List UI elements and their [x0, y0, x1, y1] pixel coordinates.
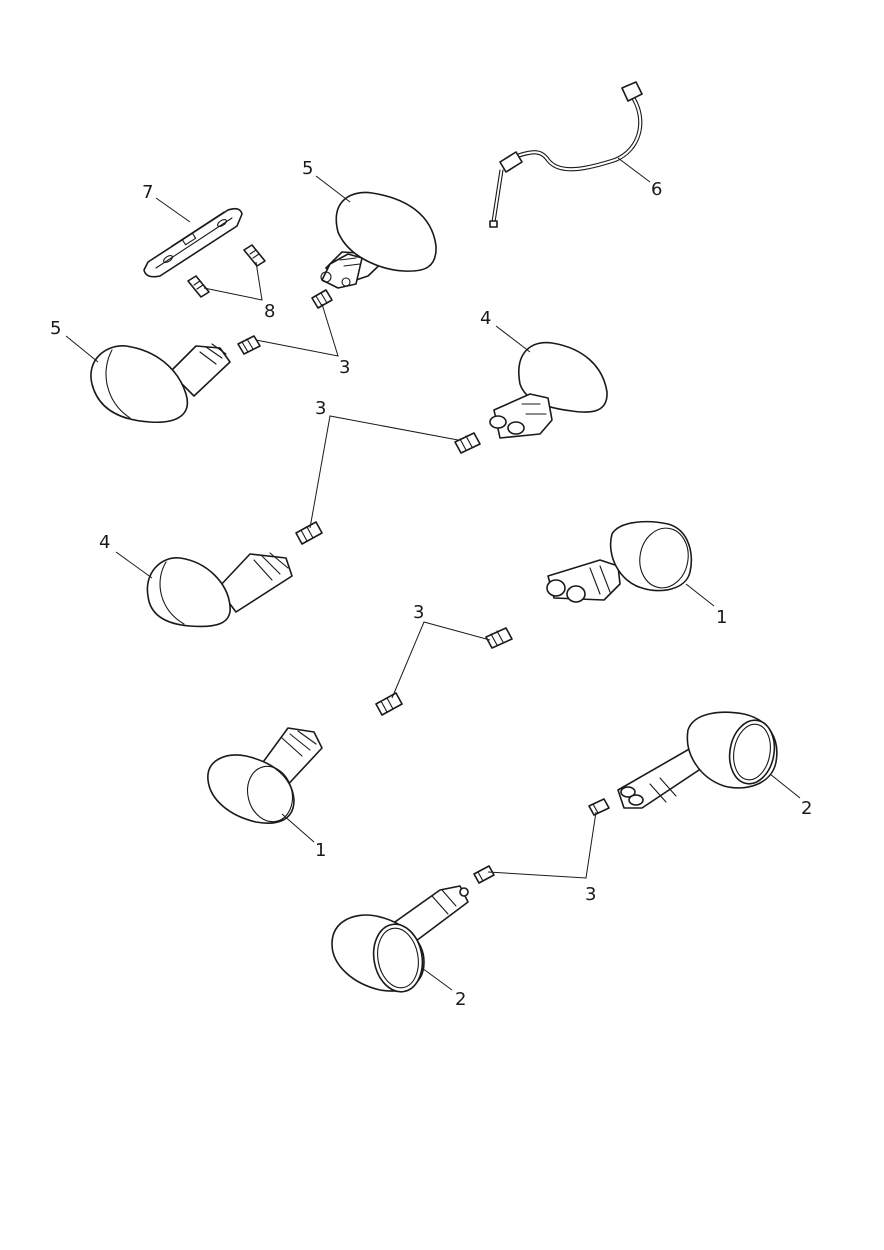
part-3-screw	[454, 432, 481, 454]
part-1-indicator-left	[207, 727, 323, 824]
part-3-screw	[588, 798, 610, 816]
callout-8: 8	[264, 301, 275, 322]
part-3-screw	[473, 865, 495, 884]
leader-lines	[65, 157, 801, 991]
callout-5: 5	[302, 158, 313, 179]
part-3-screw	[295, 521, 323, 545]
part-3-screw	[485, 627, 513, 649]
part-7-bracket	[143, 207, 243, 278]
part-1-indicator-right	[546, 520, 693, 603]
callout-2: 2	[801, 798, 812, 819]
callout-3: 3	[339, 357, 350, 378]
callout-7: 7	[142, 182, 153, 203]
callout-labels: 7 5 8 6 5 3 4 3 4 1 3 1 2 3 2	[50, 158, 812, 1010]
callout-3: 3	[585, 884, 596, 905]
part-2-indicator-right	[617, 711, 778, 809]
callout-2: 2	[455, 989, 466, 1010]
callout-1: 1	[315, 840, 326, 861]
part-4-indicator-left	[146, 552, 293, 628]
callout-1: 1	[716, 607, 727, 628]
callout-4: 4	[99, 532, 110, 553]
part-5-indicator-left	[90, 343, 231, 424]
part-3-screw	[311, 289, 333, 309]
callout-3: 3	[413, 602, 424, 623]
callout-4: 4	[480, 308, 491, 329]
part-3-screw	[237, 335, 261, 355]
callout-5: 5	[50, 318, 61, 339]
callout-3: 3	[315, 398, 326, 419]
callout-6: 6	[651, 179, 662, 200]
part-4-indicator-right	[489, 341, 608, 439]
part-3-screw	[375, 692, 403, 716]
part-8-screw	[243, 244, 266, 267]
part-5-indicator-upper	[320, 191, 437, 289]
part-8-screw	[187, 275, 210, 298]
part-6-wiring-harness	[489, 81, 643, 228]
part-2-indicator-left	[331, 885, 469, 993]
